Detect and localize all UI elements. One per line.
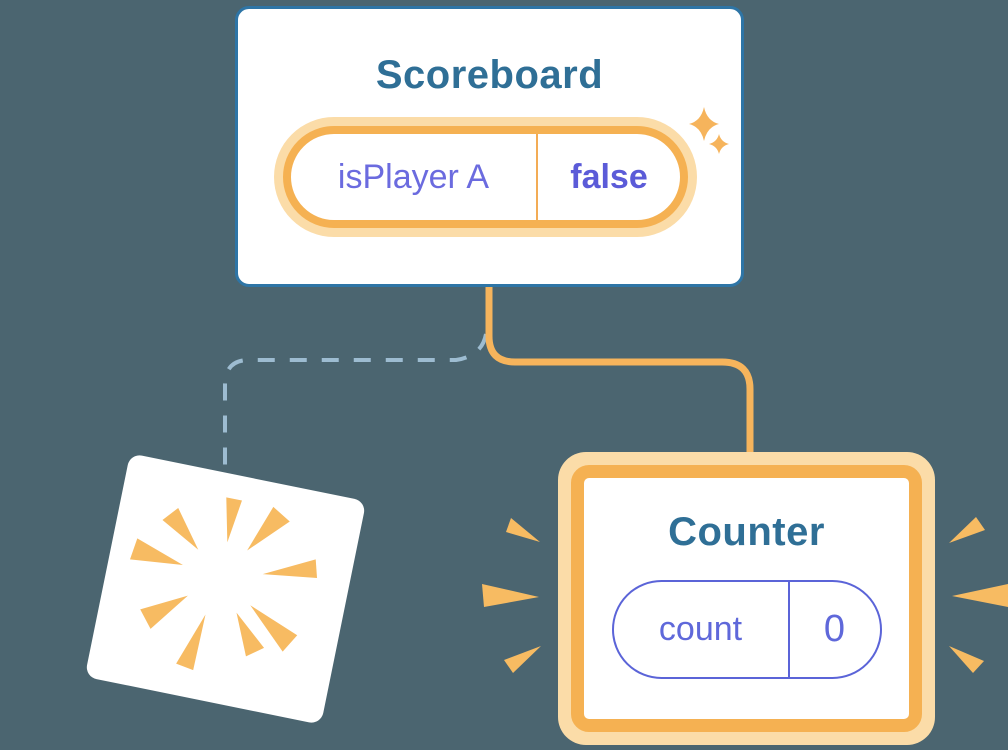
emphasis-wedges-left-icon [482, 518, 541, 673]
destroyed-card [84, 453, 367, 725]
scoreboard-state-value: false [570, 157, 648, 196]
scoreboard-state-divider [536, 134, 538, 220]
scoreboard-card: Scoreboard isPlayer A false [235, 6, 744, 287]
counter-state-pill: count 0 [611, 580, 882, 679]
solid-connector-line [485, 284, 754, 458]
counter-state-divider [787, 582, 790, 677]
sparkle-icon [689, 107, 729, 154]
scoreboard-title: Scoreboard [375, 53, 604, 97]
counter-card: Counter count 0 [558, 452, 935, 745]
counter-state-key: count [658, 610, 743, 648]
emphasis-wedges-right-icon [949, 517, 1008, 673]
counter-title: Counter [668, 510, 825, 554]
counter-state-value: 0 [823, 608, 846, 650]
scoreboard-state-pill-inner: isPlayer A false [283, 126, 688, 228]
explosion-burst-icon [129, 497, 318, 671]
dashed-connector-line [223, 333, 488, 468]
scoreboard-state-pill: isPlayer A false [274, 117, 697, 237]
scoreboard-state-key: isPlayer A [337, 157, 490, 196]
counter-card-inner: Counter count 0 [571, 465, 922, 732]
